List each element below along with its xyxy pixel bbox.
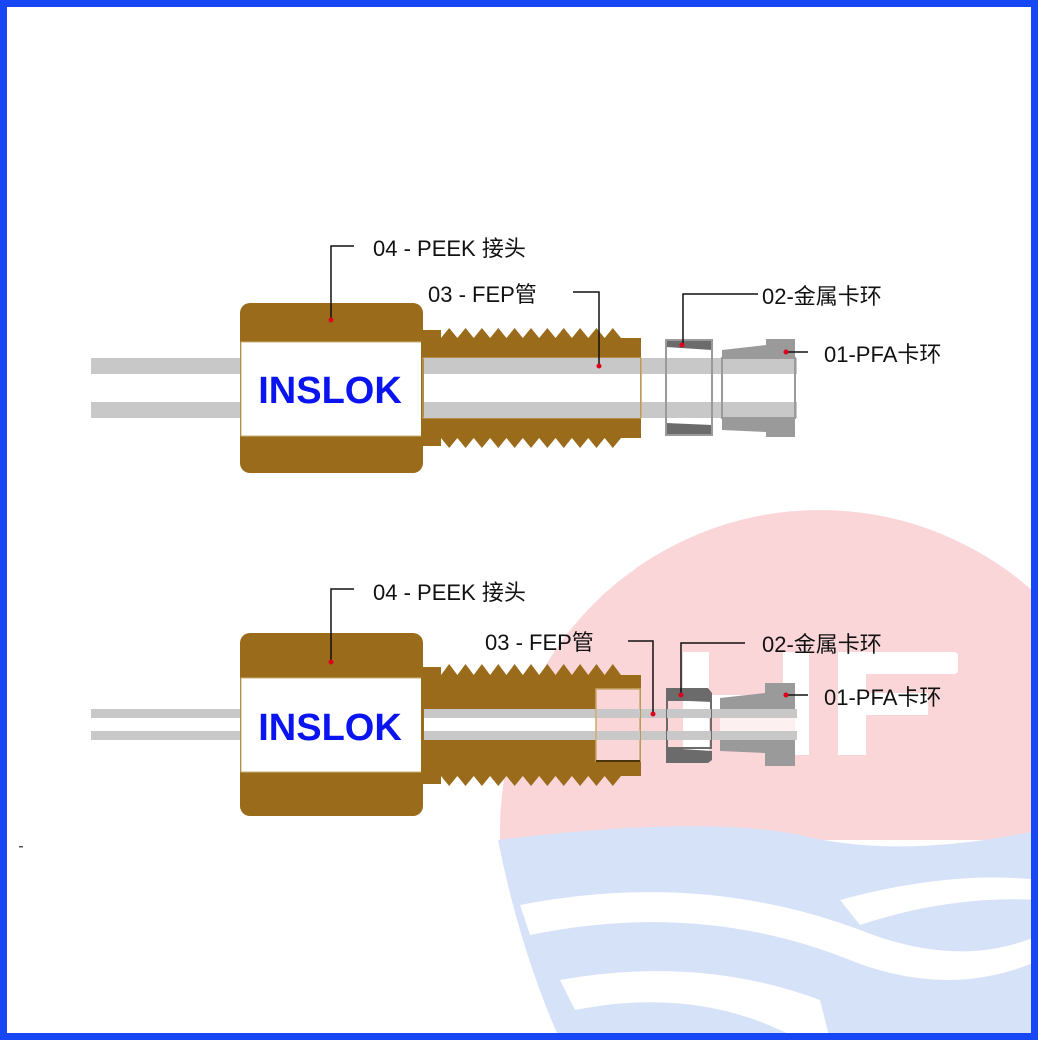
assembly-disassembled: INSLOK 04 - PEEK 接头 03	[91, 236, 941, 473]
label-metal-ferrule: 02-金属卡环	[762, 284, 882, 309]
metal-ferrule	[665, 339, 713, 436]
brand-logo-text: INSLOK	[258, 370, 402, 412]
label-fep-tube: 03 - FEP管	[485, 630, 594, 655]
brand-logo-text: INSLOK	[258, 707, 402, 749]
watermark-wave-gap-1	[520, 892, 1031, 980]
leader-lines	[330, 245, 808, 365]
label-fep-tube: 03 - FEP管	[428, 282, 537, 307]
leader-lines	[330, 588, 808, 713]
watermark-letter-f-mid	[838, 693, 928, 715]
peek-fitting	[240, 633, 641, 816]
pfa-ferrule	[720, 683, 795, 766]
metal-ferrule	[666, 688, 712, 763]
label-peek-fitting: 04 - PEEK 接头	[373, 580, 526, 605]
watermark-wave-gap-2	[840, 877, 1031, 925]
leader-dots	[328, 659, 789, 717]
leader-dots	[328, 317, 789, 369]
stray-mark	[19, 846, 23, 848]
assembly-assembled: INSLOK 04 - PEEK 接头 03 - FEP管 02-金	[91, 580, 941, 816]
watermark-letter-f-top	[838, 652, 958, 674]
label-peek-fitting: 04 - PEEK 接头	[373, 236, 526, 261]
label-pfa-ferrule: 01-PFA卡环	[824, 342, 941, 367]
pfa-ferrule	[721, 339, 796, 437]
peek-fitting	[240, 303, 642, 473]
label-metal-ferrule: 02-金属卡环	[762, 632, 882, 657]
watermark-wave-gap-3	[560, 971, 829, 1033]
label-pfa-ferrule: 01-PFA卡环	[824, 685, 941, 710]
